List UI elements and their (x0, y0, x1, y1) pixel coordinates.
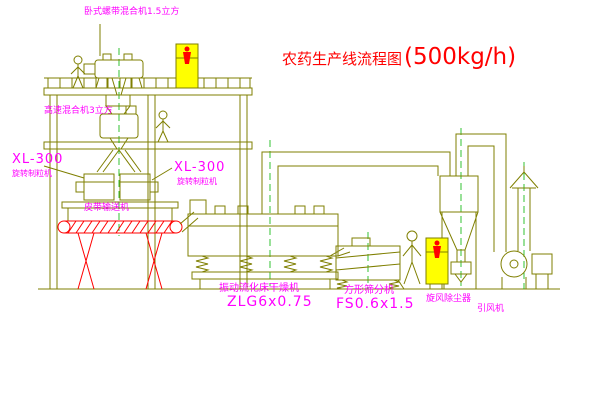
label-ribbon-mixer: 卧式螺带混合机1.5立方 (84, 7, 180, 17)
belt-conveyor-icon (57, 220, 183, 290)
clean-air-duct-icon (455, 133, 507, 252)
worker-figure-floor2 (155, 110, 171, 143)
label-belt-conveyor: 皮带输送机 (84, 203, 130, 213)
dryer-feed-chute-icon (179, 211, 199, 233)
operator-pictogram-icon (183, 46, 191, 64)
high-speed-mixer-icon (99, 94, 139, 150)
label-granulator-right-name: 旋转制粒机 (177, 177, 217, 186)
bifurcated-chute-icon (96, 149, 142, 173)
label-high-speed-mixer: 高速混合机3立方 (44, 106, 113, 116)
fluid-bed-dryer-icon (187, 199, 339, 289)
diagram-title-capacity: (500kg/h) (404, 44, 517, 70)
granulator-left-icon (43, 165, 115, 201)
label-fluid-bed-dryer: 振动流化床干燥机 (219, 283, 299, 294)
control-cabinet-upper (175, 43, 199, 89)
label-granulator-right-model: XL-300 (174, 160, 226, 175)
worker-figure-roof (70, 55, 86, 89)
granulator-right-icon (119, 167, 173, 201)
induced-draft-fan-icon (500, 250, 553, 289)
label-cyclone-dust-collector: 旋风除尘器 (426, 294, 472, 304)
label-granulator-left-name: 旋转制粒机 (12, 169, 52, 178)
ribbon-mixer-icon (83, 24, 144, 96)
worker-figure-ground (402, 230, 422, 285)
exhaust-stack-icon (509, 166, 539, 251)
label-induced-draft-fan: 引风机 (477, 304, 505, 314)
cyclone-separator-icon (439, 175, 479, 289)
building-structure (43, 77, 253, 290)
label-granulator-left-model: XL-300 (12, 152, 64, 167)
control-cabinet-lower (425, 237, 449, 289)
granulator-platform (61, 201, 179, 221)
label-fluid-bed-dryer-model: ZLG6x0.75 (227, 294, 313, 310)
diagram-title: 农药生产线流程图 (500kg/h) (282, 44, 516, 70)
operator-pictogram-icon (433, 240, 441, 258)
exhaust-duct-icon (261, 151, 451, 214)
diagram-title-text: 农药生产线流程图 (282, 50, 403, 68)
label-square-sieve: 方形筛分机 (344, 285, 394, 296)
square-sieve-icon (329, 237, 405, 290)
label-square-sieve-model: FS0.6x1.5 (336, 296, 415, 312)
